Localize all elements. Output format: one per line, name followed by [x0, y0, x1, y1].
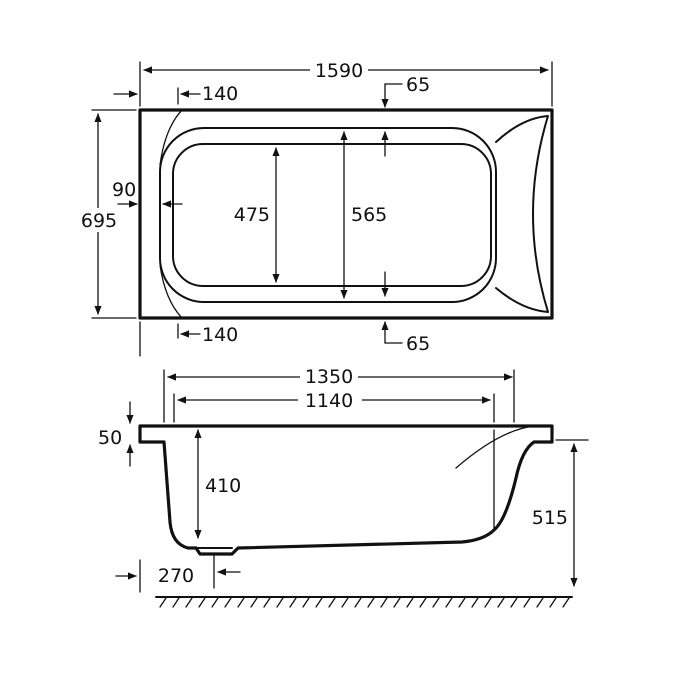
plan-outer-rim — [138, 108, 554, 320]
ground-hatch-tick — [497, 597, 505, 608]
ground-hatch-tick — [185, 597, 193, 608]
ground-hatch-tick — [562, 597, 570, 608]
label-inner-floor: 475 — [234, 204, 270, 226]
ground-hatch-tick — [341, 597, 349, 608]
label-waste-offset: 270 — [158, 565, 194, 587]
ground-hatch-tick — [172, 597, 180, 608]
ground-hatch-tick — [367, 597, 375, 608]
ground-hatch-tick — [263, 597, 271, 608]
plan-backrest-curve — [495, 115, 549, 313]
ground-hatch-tick — [406, 597, 414, 608]
ground-hatch-tick — [354, 597, 362, 608]
ground-hatch-tick — [159, 597, 167, 608]
ground-hatch-tick — [445, 597, 453, 608]
ground-hatch-tick — [549, 597, 557, 608]
label-overall-height: 515 — [532, 507, 568, 529]
plan-left-rim-curve-bottom — [159, 264, 183, 319]
ground-hatch-tick — [302, 597, 310, 608]
ground-hatch-tick — [289, 597, 297, 608]
label-depth: 410 — [205, 475, 241, 497]
ground-hatch-tick — [198, 597, 206, 608]
plan-basin-outline — [159, 127, 497, 303]
ground-hatch-tick — [484, 597, 492, 608]
side-elevation-view: 1350 1140 50 410 515 270 — [98, 364, 589, 608]
elevation-tub-profile — [138, 424, 554, 556]
ground-hatch-tick — [536, 597, 544, 608]
plan-left-rim-curve-top — [159, 109, 183, 166]
label-bottom-length: 1140 — [305, 390, 353, 412]
ground-hatch-tick — [510, 597, 518, 608]
ground-hatch-tick — [458, 597, 466, 608]
ground-hatch-tick — [393, 597, 401, 608]
label-overall-width: 695 — [81, 210, 117, 232]
elevation-backrest-curve — [455, 425, 535, 469]
ground-hatch-tick — [380, 597, 388, 608]
label-top-length: 1350 — [305, 366, 353, 388]
label-inner-top: 565 — [351, 204, 387, 226]
label-rim-top-right: 65 — [406, 74, 430, 96]
ground-hatching — [155, 596, 573, 608]
ground-hatch-tick — [471, 597, 479, 608]
ground-hatch-tick — [250, 597, 258, 608]
label-rim-left: 90 — [112, 179, 136, 201]
ground-hatch-tick — [523, 597, 531, 608]
ground-hatch-tick — [276, 597, 284, 608]
ground-hatch-tick — [211, 597, 219, 608]
label-rim-bottom-left: 140 — [202, 324, 238, 346]
ground-hatch-tick — [432, 597, 440, 608]
label-overall-length: 1590 — [315, 60, 363, 82]
ground-hatch-tick — [315, 597, 323, 608]
ground-hatch-tick — [224, 597, 232, 608]
label-rim-thickness: 50 — [98, 427, 122, 449]
plan-view: 1590 140 65 695 90 475 565 65 — [80, 58, 554, 357]
label-rim-bottom-right: 65 — [406, 333, 430, 355]
ground-hatch-tick — [419, 597, 427, 608]
ground-hatch-tick — [328, 597, 336, 608]
ground-hatch-tick — [237, 597, 245, 608]
plan-basin-floor — [172, 143, 492, 287]
label-rim-top-left: 140 — [202, 83, 238, 105]
